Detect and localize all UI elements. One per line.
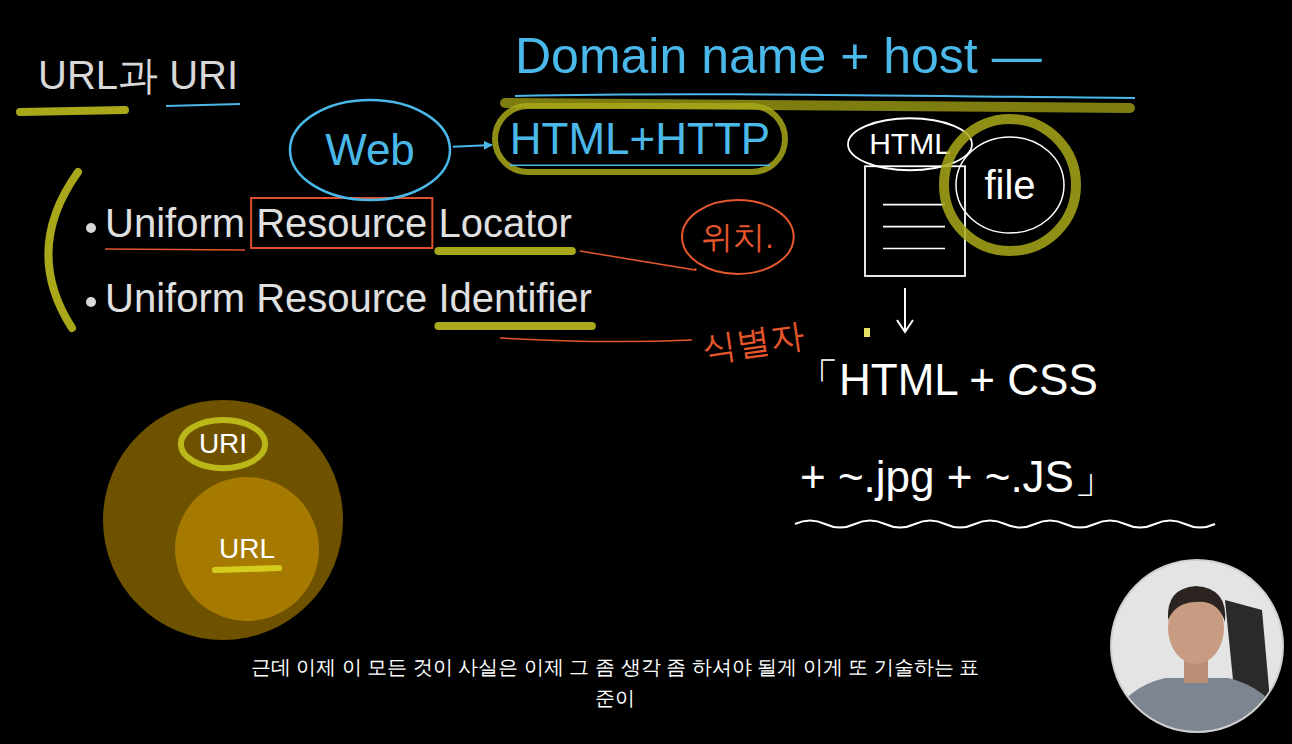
title-wrap: URL과 URI [38, 52, 238, 98]
ellipse-outline [290, 100, 450, 200]
handwritten-note: 「HTML + CSS [795, 355, 1098, 406]
node-label: Web [325, 125, 415, 176]
title-highlight [20, 110, 125, 112]
bullet-text: Uniform Resource Identifier [105, 275, 592, 321]
caption-wrap: 근데 이제 이 모든 것이 사실은 이제 그 좀 생각 좀 하셔야 될게 이게 … [245, 652, 985, 714]
node-label: file [984, 162, 1035, 208]
doc-line [883, 248, 945, 250]
handwritten-note: Domain name + host — [515, 28, 1042, 86]
subset-circle: URL [175, 477, 319, 621]
down-arrow [904, 288, 906, 330]
connector-arrow [453, 145, 492, 147]
word-highlight [438, 322, 591, 330]
subtitle-caption: 근데 이제 이 모든 것이 사실은 이제 그 좀 생각 좀 하셔야 될게 이게 … [251, 656, 980, 709]
handwritten-underline [515, 94, 1135, 98]
text-highlight [215, 568, 279, 570]
label-wrap: Uniform Resource Identifier [105, 275, 592, 321]
webcam-figure [1100, 550, 1292, 744]
bullet-dot [86, 223, 96, 233]
leader-line [580, 251, 696, 270]
bullet-text: Uniform Resource Locator [105, 200, 572, 246]
subset-fill [175, 477, 319, 621]
label-wrap: 식별자 [700, 316, 806, 369]
concept-circle: Web [290, 100, 450, 200]
node-label: URL [219, 533, 275, 565]
webcam-ring [1111, 560, 1283, 732]
label-wrap: Domain name + host — [515, 28, 1042, 86]
hair [1168, 586, 1225, 622]
node-label: URI [199, 428, 247, 460]
text-highlight [181, 420, 265, 468]
body [1105, 678, 1290, 740]
doc-line [883, 226, 945, 228]
node-label: HTML [869, 127, 951, 162]
highlight-outline [495, 106, 785, 172]
set-fill [103, 400, 343, 640]
webcam-background [1100, 550, 1292, 744]
label-wrap: Uniform Resource Locator [105, 200, 572, 246]
set-circle: URI URL [103, 400, 343, 640]
ellipse-outline [956, 137, 1064, 233]
node-label: 위치. [701, 219, 774, 256]
node-label: HTML+HTTP [510, 114, 770, 165]
label-wrap: 「HTML + CSS [795, 355, 1098, 406]
note-circle: 위치. [682, 200, 794, 274]
word-underline [105, 249, 245, 250]
handwritten-note: + ~.jpg + ~.JS」 [800, 452, 1118, 503]
doc-line [883, 204, 945, 206]
handwritten-note: 식별자 [700, 316, 806, 369]
cursor-mark [864, 328, 870, 337]
highlight-circle [944, 119, 1076, 251]
ellipse-outline [682, 200, 794, 274]
highlight-box: HTML+HTTP [495, 106, 785, 172]
down-arrow-head [897, 320, 913, 332]
wavy-underline [795, 521, 1215, 528]
bullet-dot [86, 297, 96, 307]
word-highlight [438, 247, 571, 255]
file-circle: file [940, 115, 1080, 255]
leader-line [500, 338, 692, 342]
label-wrap: + ~.jpg + ~.JS」 [800, 452, 1118, 503]
slide-title: URL과 URI [38, 52, 238, 98]
title-underline [166, 104, 240, 106]
text-underline [510, 165, 770, 167]
bracket [48, 172, 78, 328]
